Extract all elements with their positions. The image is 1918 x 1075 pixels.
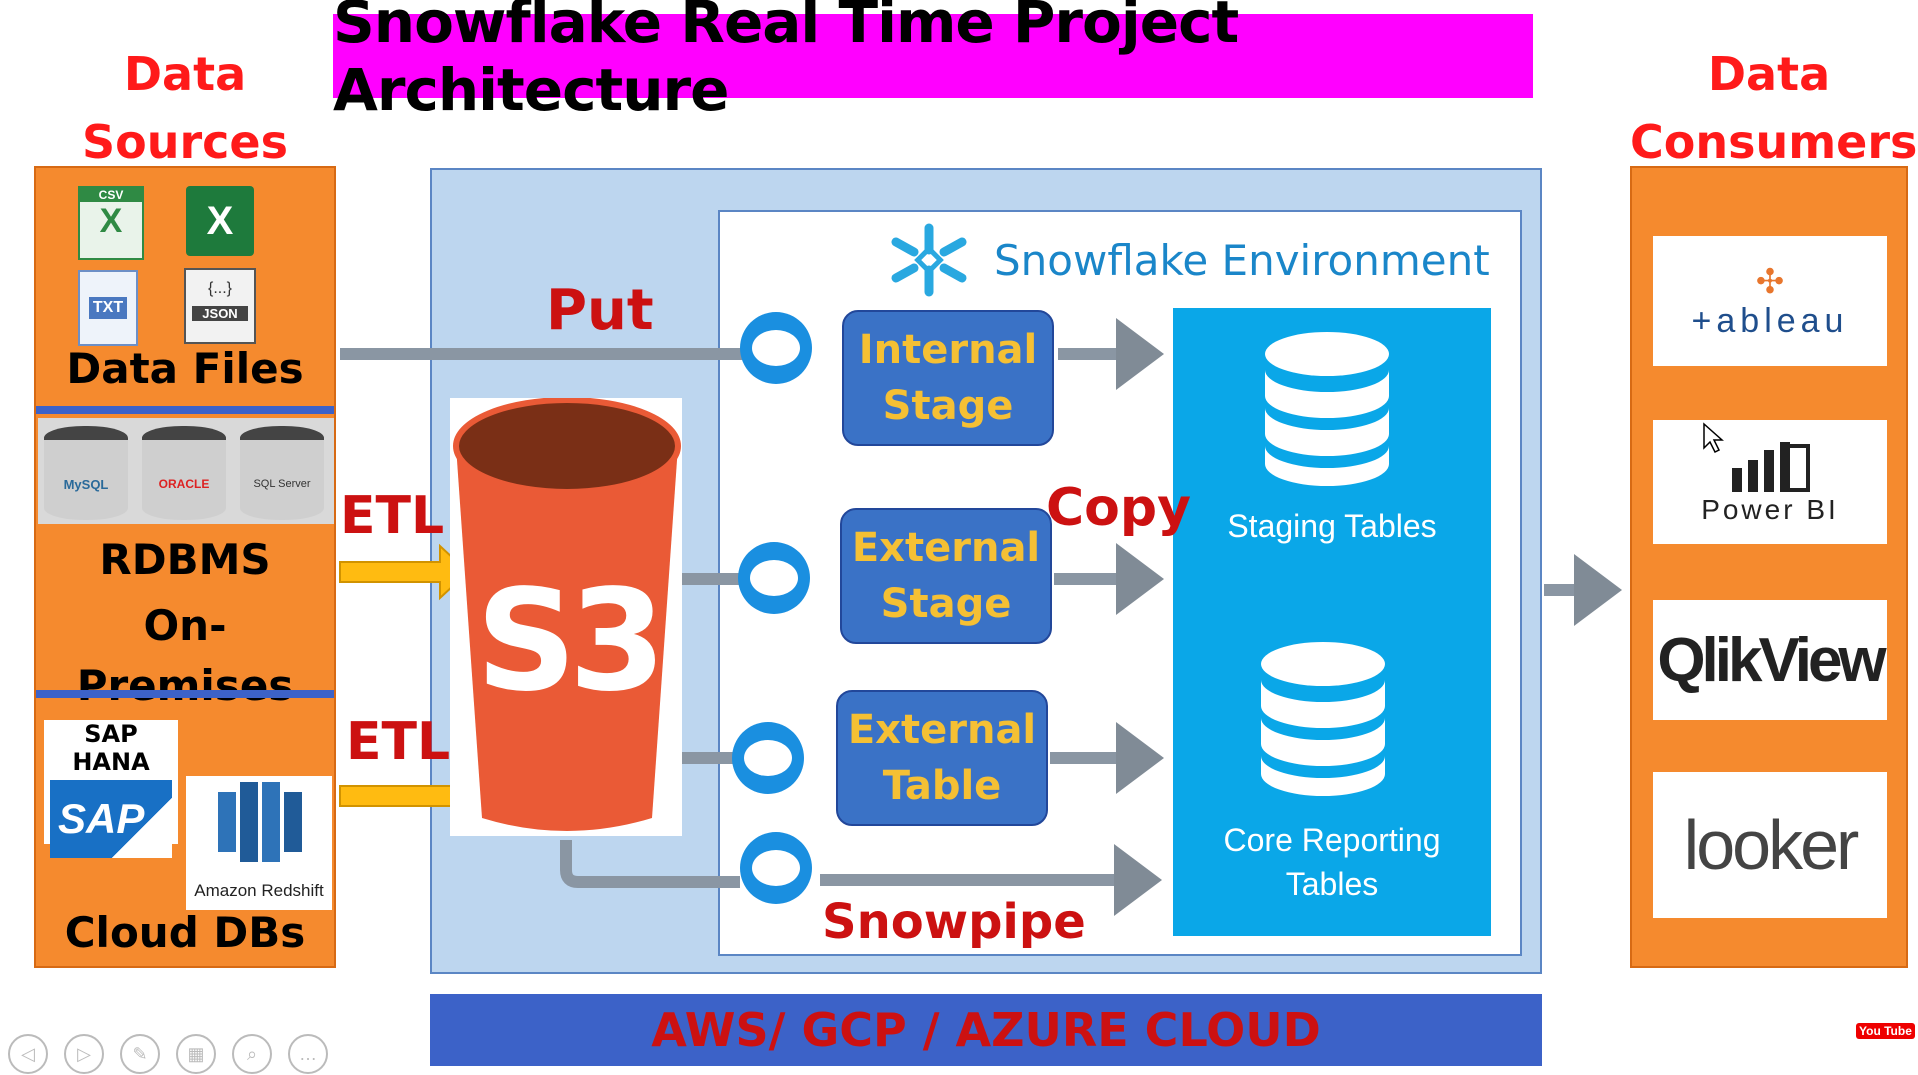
tableau-cross-icon: ✣ xyxy=(1755,262,1785,301)
excel-file-icon: X xyxy=(186,186,254,256)
amazon-redshift-logo: Amazon Redshift xyxy=(186,776,332,910)
redshift-label: Amazon Redshift xyxy=(194,881,324,900)
on-premises-label: On-Premises xyxy=(76,601,294,710)
sources-header-line2: Sources xyxy=(81,115,288,169)
internal-stage-box: Internal Stage xyxy=(842,310,1054,446)
data-sources-panel: CSV X X TXT {...} JSON Data Files MySQL … xyxy=(34,166,336,968)
internal-stage-line1: Internal xyxy=(858,327,1038,373)
etl-label-1: ETL xyxy=(340,486,445,546)
sap-label: SAP xyxy=(58,795,145,842)
external-table-line2: Table xyxy=(882,763,1002,809)
data-consumers-panel: ✣ +ableau Power BI QlikView looker xyxy=(1630,166,1908,968)
consumers-header: Data Consumers xyxy=(1630,40,1918,176)
youtube-label: You Tube xyxy=(1856,1023,1915,1039)
tableau-logo: ✣ +ableau xyxy=(1653,236,1887,366)
txt-file-icon: TXT xyxy=(78,270,138,346)
put-label: Put xyxy=(546,278,654,343)
sqlserver-label: SQL Server xyxy=(253,478,311,490)
sap-hana-label: SAP HANA xyxy=(72,720,150,776)
s3-to-snowpipe-connector xyxy=(560,840,740,888)
etl-label-2: ETL xyxy=(346,712,451,772)
external-table-box: External Table xyxy=(836,690,1048,826)
slides-overview-button[interactable]: ▦ xyxy=(176,1034,216,1074)
sources-header: Data Sources xyxy=(34,40,336,176)
mysql-label: MySQL xyxy=(63,476,109,492)
snowflake-logo-icon xyxy=(891,223,967,297)
mouse-cursor-icon xyxy=(1703,422,1724,454)
looker-logo: looker xyxy=(1653,772,1887,918)
tableau-label: +ableau xyxy=(1691,301,1849,340)
more-options-button[interactable]: … xyxy=(288,1034,328,1074)
redshift-icon xyxy=(218,782,302,862)
json-file-icon: {...} JSON xyxy=(184,268,256,344)
powerbi-logo: Power BI xyxy=(1653,420,1887,544)
zoom-button[interactable]: ⌕ xyxy=(232,1034,272,1074)
qlikview-label: QlikView xyxy=(1657,625,1886,695)
staging-db-icon xyxy=(1265,332,1389,486)
consumers-header-line1: Data xyxy=(1707,47,1831,101)
etl1-arrow xyxy=(339,543,470,601)
sap-hana-logo: SAP HANA SAP xyxy=(44,720,178,858)
csv-file-icon: CSV X xyxy=(78,186,144,260)
rdbms-label: RDBMS xyxy=(99,535,271,584)
internal-stage-line2: Stage xyxy=(882,383,1014,429)
snowpipe-label: Snowpipe xyxy=(822,894,1086,950)
separator xyxy=(36,406,334,414)
pen-tool-button[interactable]: ✎ xyxy=(120,1034,160,1074)
sources-header-line1: Data xyxy=(123,47,247,101)
consumers-header-line2: Consumers xyxy=(1630,115,1918,169)
looker-label: looker xyxy=(1683,806,1860,884)
staging-tables-label: Staging Tables xyxy=(1227,508,1437,544)
external-stage-line1: External xyxy=(851,525,1041,571)
oracle-db-icon: ORACLE xyxy=(142,426,226,520)
s3-label: S3 xyxy=(475,560,666,723)
powerbi-bars-icon xyxy=(1732,442,1810,492)
core-db-icon xyxy=(1261,642,1385,796)
external-stage-box: External Stage xyxy=(840,508,1052,644)
json-label: JSON xyxy=(192,306,248,321)
separator xyxy=(36,690,334,698)
snowflake-environment-label: Snowflake Environment xyxy=(994,236,1490,285)
sqlserver-db-icon: SQL Server xyxy=(240,426,324,520)
cloud-provider-bar: AWS/ GCP / AZURE CLOUD xyxy=(430,994,1542,1066)
external-stage-line2: Stage xyxy=(880,581,1012,627)
cloud-dbs-label: Cloud DBs xyxy=(64,908,306,957)
mysql-db-icon: MySQL xyxy=(44,426,128,520)
s3-bucket-icon xyxy=(453,398,681,831)
next-slide-button[interactable]: ▷ xyxy=(64,1034,104,1074)
gear-icons xyxy=(732,312,812,904)
powerbi-label: Power BI xyxy=(1701,494,1839,525)
txt-label: TXT xyxy=(88,297,128,319)
core-reporting-label-1: Core Reporting xyxy=(1223,822,1441,858)
previous-slide-button[interactable]: ◁ xyxy=(8,1034,48,1074)
csv-label: CSV xyxy=(80,188,142,202)
copy-label: Copy xyxy=(1046,478,1192,538)
qlikview-logo: QlikView xyxy=(1653,600,1887,720)
data-files-label: Data Files xyxy=(66,344,304,393)
external-table-line1: External xyxy=(847,707,1037,753)
core-reporting-label-2: Tables xyxy=(1285,866,1379,902)
oracle-label: ORACLE xyxy=(158,477,210,491)
youtube-watermark: You Tube xyxy=(1856,1023,1915,1039)
